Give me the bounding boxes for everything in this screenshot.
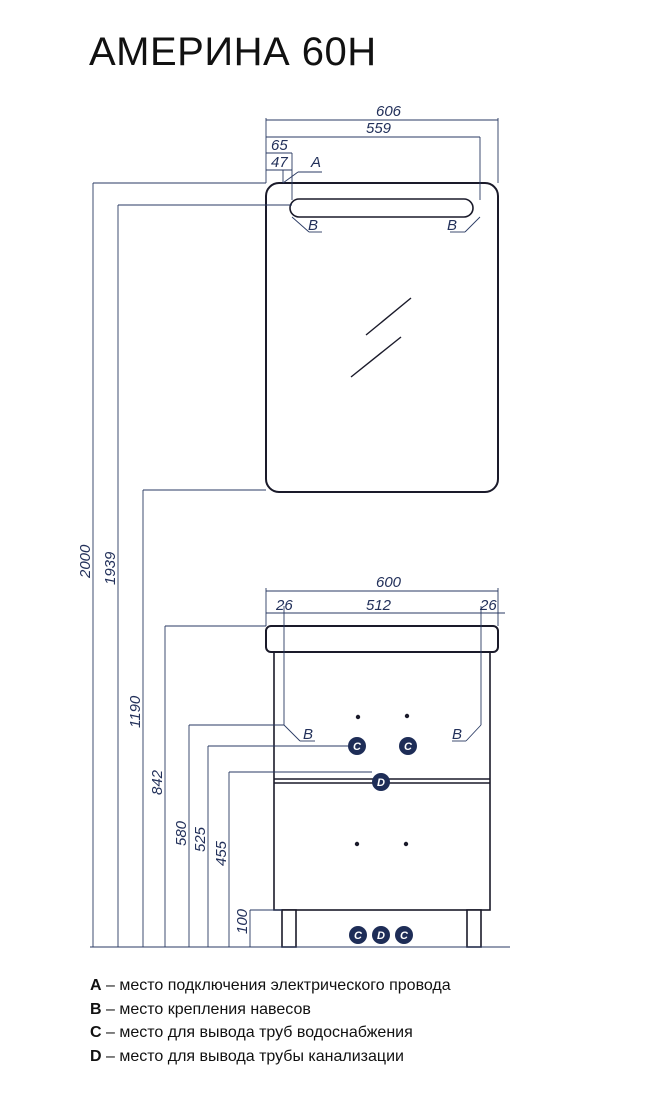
svg-text:C: C: [400, 930, 409, 942]
cabinet-width-overall: 600: [376, 574, 402, 591]
svg-text:C: C: [354, 930, 363, 942]
socket-tag-a: A: [310, 154, 321, 171]
legend-item-d: D – место для вывода трубы канализации: [90, 1047, 404, 1065]
cabinet-hanger-tag-left: B: [303, 726, 313, 743]
mirror-hanger-tag-right: B: [447, 217, 457, 234]
height-dimensions: 2000 1939 1190 842 580 525 455 100: [77, 182, 510, 948]
svg-text:D: D: [377, 777, 385, 789]
cabinet-inner-width: 512: [366, 597, 392, 614]
cabinet-dimensions: 600 512 26 26 B B: [265, 574, 505, 743]
mirror-width-lamp: 559: [366, 120, 392, 137]
floor-marker-drain: D: [372, 926, 390, 944]
floor-marker-water-right: C: [395, 926, 413, 944]
height-580: 580: [173, 820, 190, 846]
height-455: 455: [213, 840, 230, 866]
drain-marker: D: [372, 773, 390, 791]
hole-dots: [354, 713, 410, 847]
svg-text:D: D: [377, 930, 385, 942]
water-marker-right: C: [399, 737, 417, 755]
mirror-glare: [350, 297, 412, 378]
height-842: 842: [149, 769, 166, 795]
floor-marker-water-left: C: [349, 926, 367, 944]
mirror-hanger-tag-left: B: [308, 217, 318, 234]
height-100: 100: [234, 908, 251, 934]
svg-text:C: C: [404, 741, 413, 753]
svg-text:C: C: [353, 741, 362, 753]
mirror-width-overall: 606: [376, 103, 402, 120]
height-1939: 1939: [102, 551, 119, 585]
leg-right: [466, 909, 482, 948]
legend-item-a: A – место подключения электрического про…: [90, 977, 451, 994]
height-525: 525: [192, 826, 209, 852]
height-1190: 1190: [127, 695, 144, 728]
connection-markers: C C D C D C: [348, 737, 417, 944]
mirror-offset-outer: 65: [271, 137, 288, 154]
cabinet-side-right: 26: [479, 597, 497, 614]
page-title: АМЕРИНА 60Н: [89, 30, 377, 74]
mirror-lamp: [289, 198, 474, 218]
height-2000: 2000: [77, 544, 94, 579]
leg-left: [281, 909, 297, 948]
mirror-offset-inner: 47: [271, 154, 288, 171]
mirror: [265, 182, 499, 493]
water-marker-left: C: [348, 737, 366, 755]
legend-item-b: B – место крепления навесов: [90, 1000, 311, 1018]
mirror-dimensions: 606 559 65 47 A B B: [265, 103, 499, 234]
mirror-frame: [265, 182, 499, 493]
cabinet-side-left: 26: [275, 597, 293, 614]
legend: A – место подключения электрического про…: [90, 974, 451, 1068]
cabinet-hanger-tag-right: B: [452, 726, 462, 743]
legend-item-c: C – место для вывода труб водоснабжения: [90, 1024, 413, 1041]
washbasin: [265, 625, 499, 653]
